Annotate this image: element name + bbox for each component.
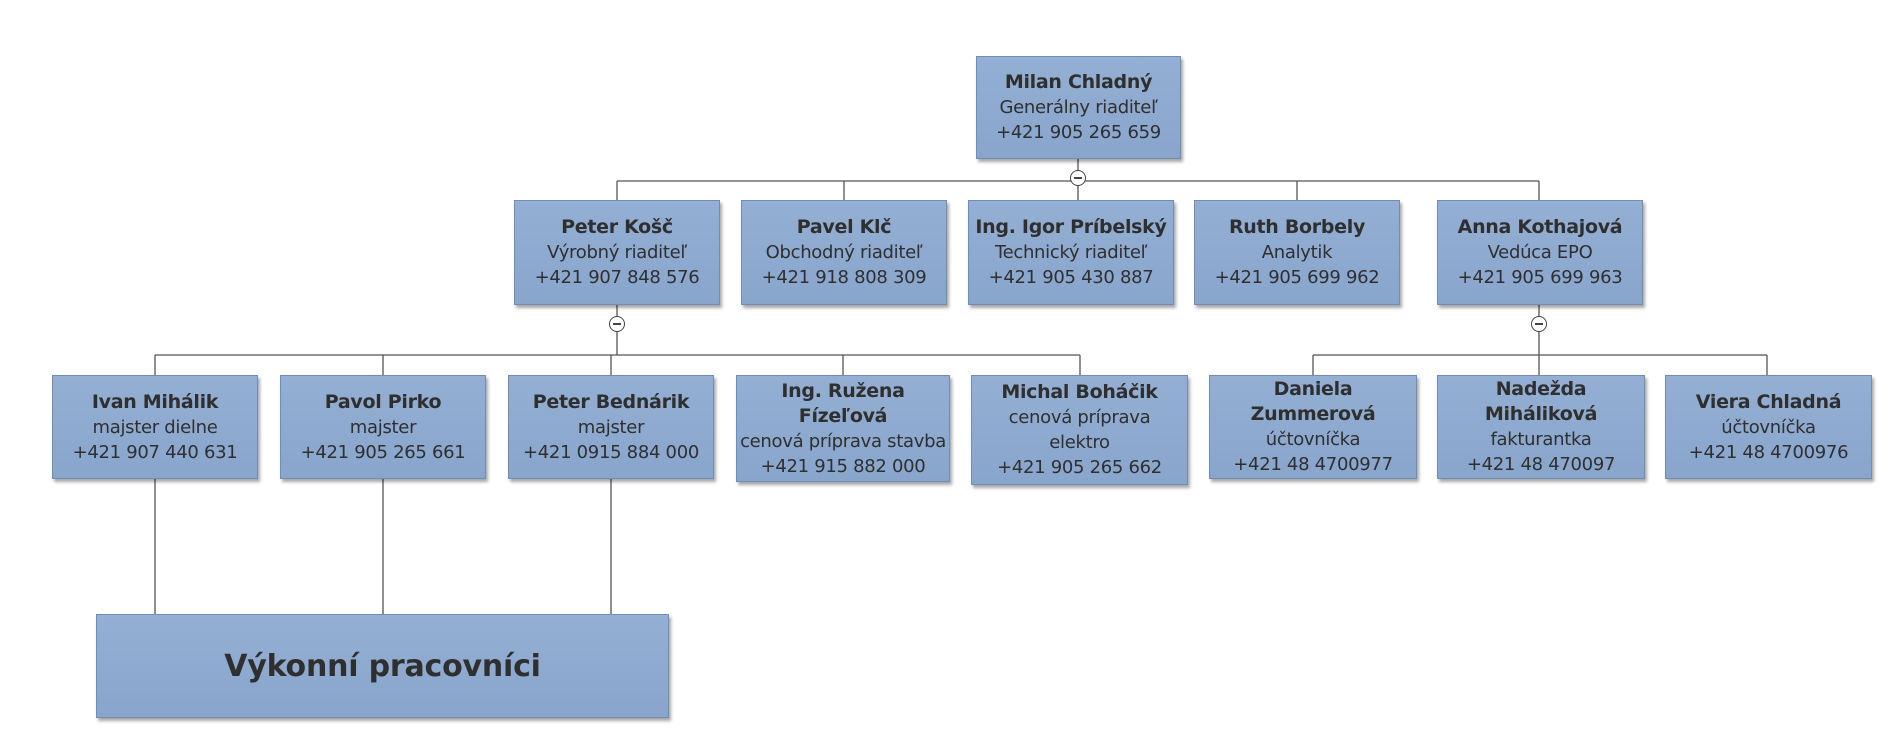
node-phone: +421 907 848 576 (534, 267, 700, 288)
node-role: Analytik (1261, 242, 1333, 263)
node-role: majster (349, 416, 417, 438)
node-employee[interactable]: Daniela Zummerová účtovníčka +421 48 470… (1209, 375, 1417, 479)
node-name: Pavol Pirko (324, 390, 442, 413)
collapse-toggle-icon[interactable] (609, 316, 625, 332)
node-name: Ing. Ružena Fízeľová (781, 379, 905, 427)
node-director[interactable]: Ing. Igor Príbelský Technický riaditeľ +… (968, 200, 1174, 305)
node-name: Peter Bednárik (532, 390, 690, 413)
node-phone: +421 48 4700976 (1688, 441, 1849, 463)
node-phone: +421 48 4700977 (1233, 454, 1393, 475)
node-role: Výrobný riaditeľ (547, 242, 687, 263)
collapse-toggle-icon[interactable] (1070, 170, 1086, 186)
node-name: Viera Chladná (1695, 390, 1842, 413)
node-employee[interactable]: Ivan Mihálik majster dielne +421 907 440… (52, 375, 258, 479)
node-employee[interactable]: Ing. Ružena Fízeľová cenová príprava sta… (736, 375, 950, 482)
node-role: cenová príprava stavba (740, 430, 946, 452)
node-role: Vedúca EPO (1487, 242, 1593, 263)
node-role: Generálny riaditeľ (999, 97, 1158, 118)
node-phone: +421 905 699 962 (1214, 267, 1380, 288)
node-role: majster (577, 416, 645, 438)
node-name: Nadežda Miháliková (1484, 378, 1598, 425)
node-name: Pavel Klč (796, 216, 892, 238)
node-employee[interactable]: Michal Boháčik cenová príprava elektro +… (971, 375, 1188, 485)
node-director[interactable]: Ruth Borbely Analytik +421 905 699 962 (1194, 200, 1400, 305)
node-role: Obchodný riaditeľ (765, 242, 923, 263)
node-name: Ivan Mihálik (91, 390, 219, 413)
node-name: Anna Kothajová (1457, 216, 1623, 238)
node-employee[interactable]: Nadežda Miháliková fakturantka +421 48 4… (1437, 375, 1645, 479)
node-ceo[interactable]: Milan Chladný Generálny riaditeľ +421 90… (976, 56, 1181, 159)
node-name: Výkonní pracovníci (224, 648, 541, 684)
node-phone: +421 48 470097 (1466, 454, 1616, 475)
node-phone: +421 915 882 000 (760, 455, 926, 477)
node-name: Daniela Zummerová (1250, 378, 1376, 425)
node-phone: +421 918 808 309 (761, 267, 927, 288)
node-name: Milan Chladný (1004, 71, 1153, 93)
node-phone: +421 905 430 887 (988, 267, 1154, 288)
node-employee[interactable]: Viera Chladná účtovníčka +421 48 4700976 (1665, 375, 1872, 479)
node-name: Ing. Igor Príbelský (975, 216, 1167, 238)
collapse-toggle-icon[interactable] (1531, 316, 1547, 332)
node-role: Technický riaditeľ (994, 242, 1148, 263)
node-workers[interactable]: Výkonní pracovníci (96, 614, 669, 718)
node-role: majster dielne (92, 416, 218, 438)
node-employee[interactable]: Peter Bednárik majster +421 0915 884 000 (508, 375, 714, 479)
node-director[interactable]: Peter Košč Výrobný riaditeľ +421 907 848… (514, 200, 720, 305)
node-phone: +421 905 265 659 (996, 122, 1161, 143)
node-role: účtovníčka (1265, 429, 1361, 450)
node-role: cenová príprava elektro (1008, 407, 1151, 453)
node-phone: +421 905 699 963 (1457, 267, 1623, 288)
node-employee[interactable]: Pavol Pirko majster +421 905 265 661 (280, 375, 486, 479)
node-phone: +421 907 440 631 (72, 441, 238, 463)
node-role: účtovníčka (1721, 416, 1816, 438)
node-phone: +421 905 265 661 (300, 441, 466, 463)
node-name: Peter Košč (561, 216, 673, 238)
node-director[interactable]: Anna Kothajová Vedúca EPO +421 905 699 9… (1437, 200, 1643, 305)
node-phone: +421 0915 884 000 (522, 441, 700, 463)
node-director[interactable]: Pavel Klč Obchodný riaditeľ +421 918 808… (741, 200, 947, 305)
node-phone: +421 905 265 662 (997, 457, 1162, 478)
node-name: Ruth Borbely (1228, 216, 1366, 238)
node-role: fakturantka (1490, 429, 1592, 450)
node-name: Michal Boháčik (1001, 381, 1158, 403)
